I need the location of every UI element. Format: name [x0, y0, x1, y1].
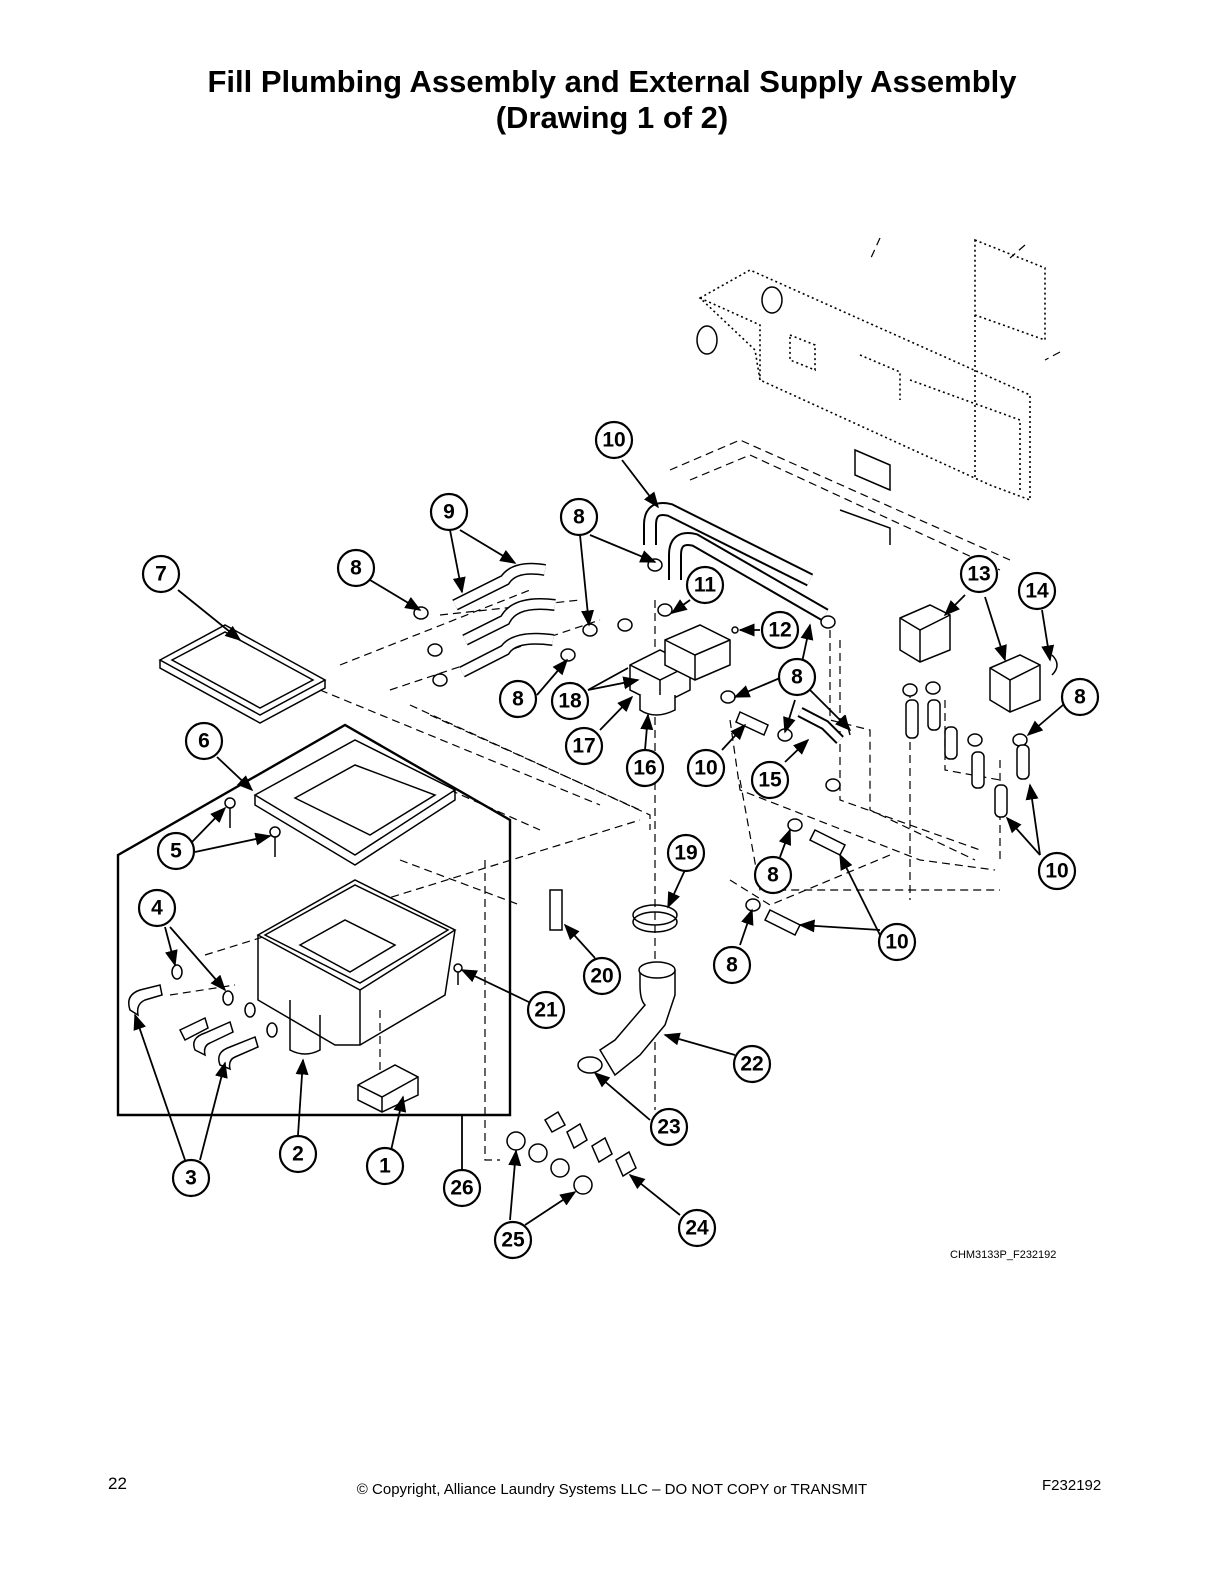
svg-text:4: 4 [151, 897, 163, 920]
callout-1: 1 [365, 1146, 405, 1186]
callout-10: 10 [1037, 851, 1077, 891]
svg-text:8: 8 [512, 688, 524, 711]
svg-text:8: 8 [791, 666, 803, 689]
svg-text:22: 22 [740, 1053, 763, 1076]
callout-8: 8 [753, 855, 793, 895]
callout-11: 11 [685, 565, 725, 605]
page-subtitle: (Drawing 1 of 2) [495, 100, 729, 135]
callout-10: 10 [594, 420, 634, 460]
svg-text:26: 26 [450, 1177, 473, 1200]
svg-text:5: 5 [170, 840, 182, 863]
document-code: F232192 [1042, 1477, 1102, 1494]
callout-14: 14 [1017, 571, 1057, 611]
callout-8: 8 [559, 497, 599, 537]
svg-text:9: 9 [443, 501, 455, 524]
svg-text:14: 14 [1025, 580, 1049, 603]
figure-code: CHM3133P_F232192 [950, 1249, 1056, 1261]
screw-21 [453, 963, 463, 985]
callout-20: 20 [582, 956, 622, 996]
dispenser-tub [256, 879, 457, 1055]
svg-text:10: 10 [602, 429, 625, 452]
tub-block [357, 1064, 419, 1113]
fill-manifold [629, 603, 731, 716]
hoses [452, 562, 556, 678]
svg-text:10: 10 [1045, 860, 1068, 883]
callout-2: 2 [278, 1134, 318, 1174]
gasket [253, 739, 457, 866]
dispenser-box-frame [116, 723, 512, 1117]
water-valves [899, 604, 1041, 713]
callout-7: 7 [141, 554, 181, 594]
svg-text:3: 3 [185, 1167, 197, 1190]
svg-text:7: 7 [155, 563, 167, 586]
callout-22: 22 [732, 1044, 772, 1084]
elbow-fitting [797, 707, 851, 744]
callout-23: 23 [649, 1107, 689, 1147]
callout-3: 3 [171, 1158, 211, 1198]
svg-text:6: 6 [198, 730, 210, 753]
callout-16: 16 [625, 748, 665, 788]
svg-text:15: 15 [758, 769, 782, 792]
svg-text:2: 2 [292, 1143, 304, 1166]
svg-text:16: 16 [633, 757, 656, 780]
callout-19: 19 [666, 833, 706, 873]
svg-text:17: 17 [572, 735, 595, 758]
svg-text:18: 18 [558, 690, 582, 713]
svg-text:10: 10 [885, 931, 908, 954]
svg-text:13: 13 [967, 563, 990, 586]
callout-8: 8 [498, 679, 538, 719]
svg-text:1: 1 [379, 1155, 391, 1178]
svg-text:8: 8 [350, 557, 362, 580]
drain-parts [549, 889, 678, 1077]
svg-text:8: 8 [726, 954, 738, 977]
svg-text:10: 10 [694, 757, 717, 780]
page-title: Fill Plumbing Assembly and External Supp… [207, 64, 1017, 99]
svg-text:25: 25 [501, 1229, 525, 1252]
callout-12: 12 [760, 610, 800, 650]
callout-13: 13 [959, 554, 999, 594]
svg-text:11: 11 [694, 574, 717, 597]
svg-text:8: 8 [1074, 686, 1086, 709]
leader-lines [133, 459, 1064, 1226]
callout-8: 8 [1060, 677, 1100, 717]
svg-text:23: 23 [657, 1116, 680, 1139]
callout-26: 26 [442, 1168, 482, 1208]
fill-cover [158, 624, 327, 724]
callout-24: 24 [677, 1208, 717, 1248]
copyright-notice: © Copyright, Alliance Laundry Systems LL… [356, 1481, 868, 1498]
callout-9: 9 [429, 492, 469, 532]
rear-frame-bracket [696, 237, 1061, 545]
screws [224, 797, 281, 857]
callout-21: 21 [526, 990, 566, 1030]
callout-8: 8 [777, 657, 817, 697]
fill-tubes [643, 502, 829, 622]
svg-text:21: 21 [534, 999, 558, 1022]
callout-10: 10 [877, 922, 917, 962]
svg-text:12: 12 [768, 619, 791, 642]
caps-and-nuts [506, 1110, 637, 1195]
svg-text:19: 19 [674, 842, 697, 865]
callout-25: 25 [493, 1220, 533, 1260]
callout-18: 18 [550, 681, 590, 721]
callout-8: 8 [712, 945, 752, 985]
page-number: 22 [108, 1474, 127, 1493]
callout-5: 5 [156, 831, 196, 871]
callout-6: 6 [184, 721, 224, 761]
callout-10: 10 [686, 748, 726, 788]
hose-clamps [413, 558, 1028, 912]
callout-17: 17 [564, 726, 604, 766]
callout-4: 4 [137, 888, 177, 928]
short-tubes [735, 699, 1030, 937]
hose-barbs [128, 964, 278, 1071]
svg-text:8: 8 [573, 506, 585, 529]
svg-text:20: 20 [590, 965, 613, 988]
callout-8: 8 [336, 548, 376, 588]
svg-text:24: 24 [685, 1217, 709, 1240]
svg-text:8: 8 [767, 864, 779, 887]
callout-15: 15 [750, 760, 790, 800]
